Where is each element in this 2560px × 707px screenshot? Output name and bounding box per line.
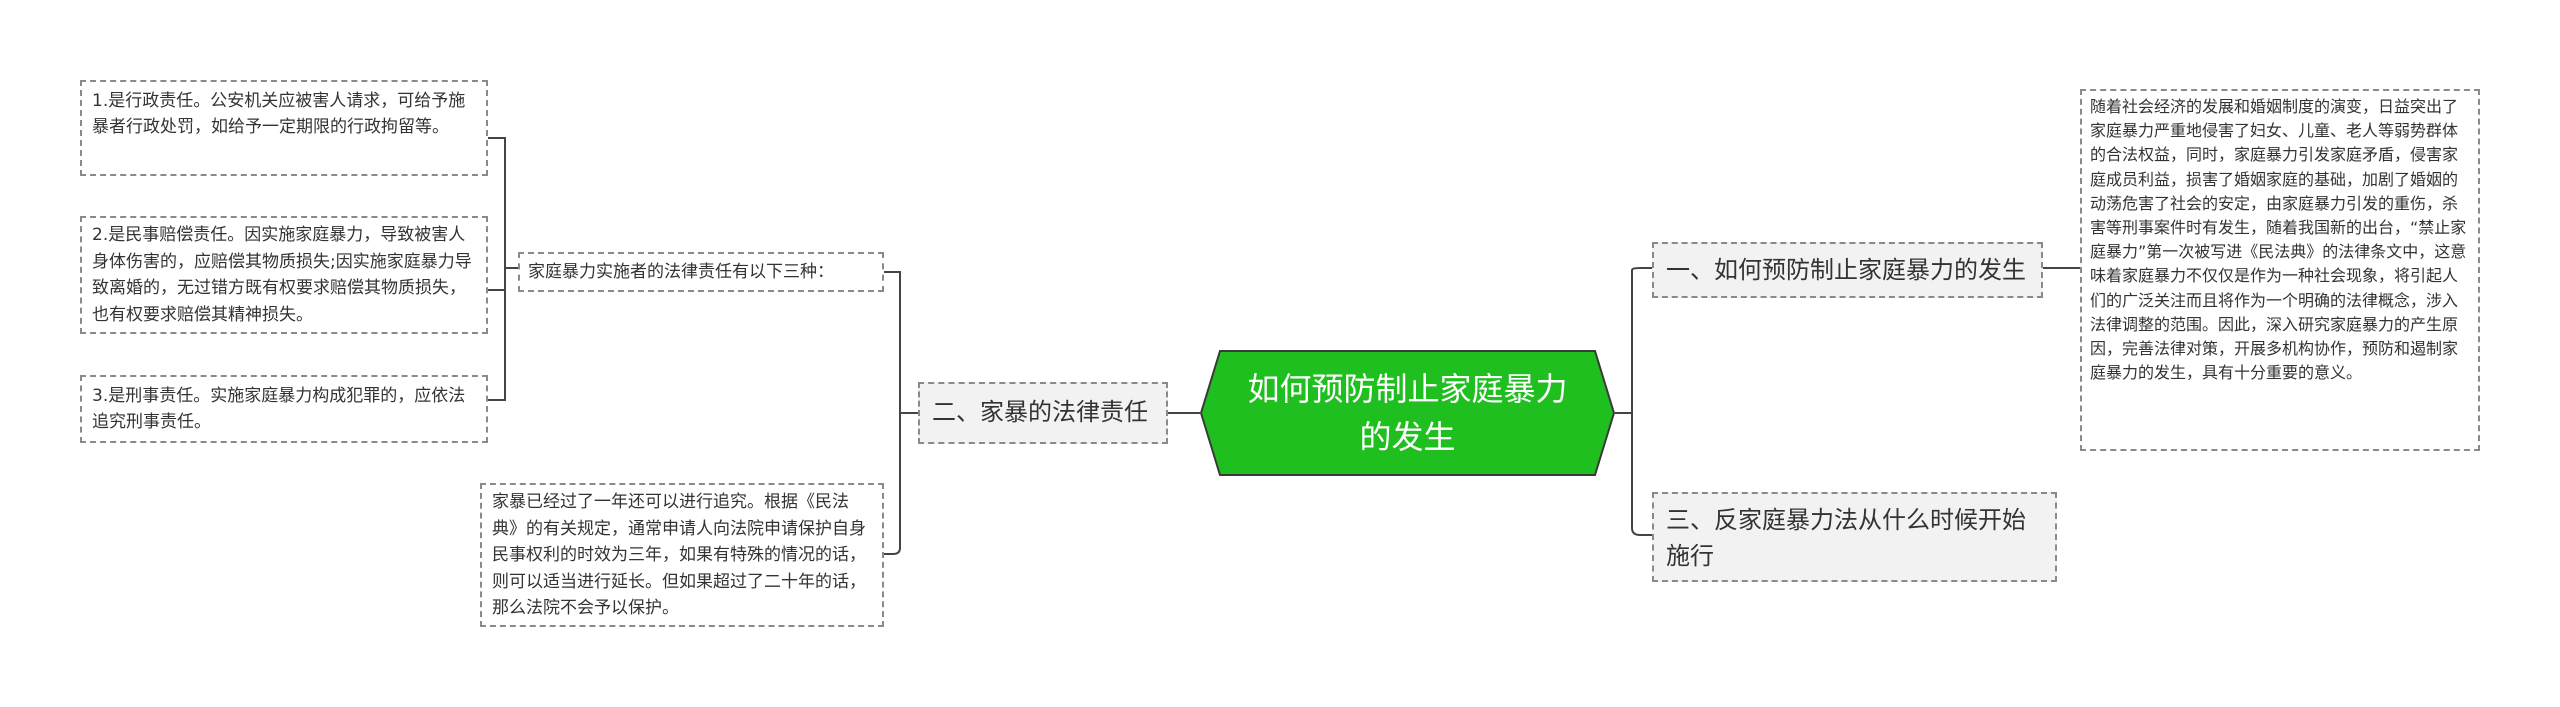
- item-criminal-text: 3.是刑事责任。实施家庭暴力构成犯罪的，应依法追究刑事责任。: [92, 386, 466, 432]
- branch-prevent-label: 一、如何预防制止家庭暴力的发生: [1666, 256, 2026, 284]
- branch-prevent[interactable]: 一、如何预防制止家庭暴力的发生: [1652, 242, 2043, 298]
- link-left-branch: [884, 271, 918, 555]
- note-statute-limitation-text: 家暴已经过了一年还可以进行追究。根据《民法典》的有关规定，通常申请人向法院申请保…: [492, 492, 866, 618]
- central-topic-shape: [1200, 350, 1615, 476]
- branch-enforcement-date[interactable]: 三、反家庭暴力法从什么时候开始施行: [1652, 492, 2057, 582]
- item-civil-text: 2.是民事赔偿责任。因实施家庭暴力，导致被害人身体伤害的，应赔偿其物质损失;因实…: [92, 225, 472, 325]
- note-prevent-text: 随着社会经济的发展和婚姻制度的演变，日益突出了家庭暴力严重地侵害了妇女、儿童、老…: [2090, 97, 2467, 383]
- sub-liability-types[interactable]: 家庭暴力实施者的法律责任有以下三种：: [518, 252, 884, 292]
- item-administrative[interactable]: 1.是行政责任。公安机关应被害人请求，可给予施暴者行政处罚，如给予一定期限的行政…: [80, 80, 488, 176]
- item-administrative-text: 1.是行政责任。公安机关应被害人请求，可给予施暴者行政处罚，如给予一定期限的行政…: [92, 91, 466, 137]
- central-topic[interactable]: 如何预防制止家庭暴力的发生: [1200, 350, 1615, 476]
- note-prevent: 随着社会经济的发展和婚姻制度的演变，日益突出了家庭暴力严重地侵害了妇女、儿童、老…: [2080, 89, 2480, 451]
- link-center-right: [1615, 267, 1652, 536]
- branch-legal-liability[interactable]: 二、家暴的法律责任: [918, 382, 1168, 444]
- sub-liability-types-label: 家庭暴力实施者的法律责任有以下三种：: [528, 262, 834, 282]
- branch-enforcement-date-label: 三、反家庭暴力法从什么时候开始施行: [1666, 506, 2026, 570]
- central-topic-label: 如何预防制止家庭暴力的发生: [1247, 370, 1568, 456]
- note-statute-limitation: 家暴已经过了一年还可以进行追究。根据《民法典》的有关规定，通常申请人向法院申请保…: [480, 483, 884, 627]
- link-sub-items: [488, 137, 518, 401]
- branch-legal-liability-label: 二、家暴的法律责任: [932, 398, 1148, 426]
- item-civil[interactable]: 2.是民事赔偿责任。因实施家庭暴力，导致被害人身体伤害的，应赔偿其物质损失;因实…: [80, 216, 488, 334]
- item-criminal[interactable]: 3.是刑事责任。实施家庭暴力构成犯罪的，应依法追究刑事责任。: [80, 375, 488, 443]
